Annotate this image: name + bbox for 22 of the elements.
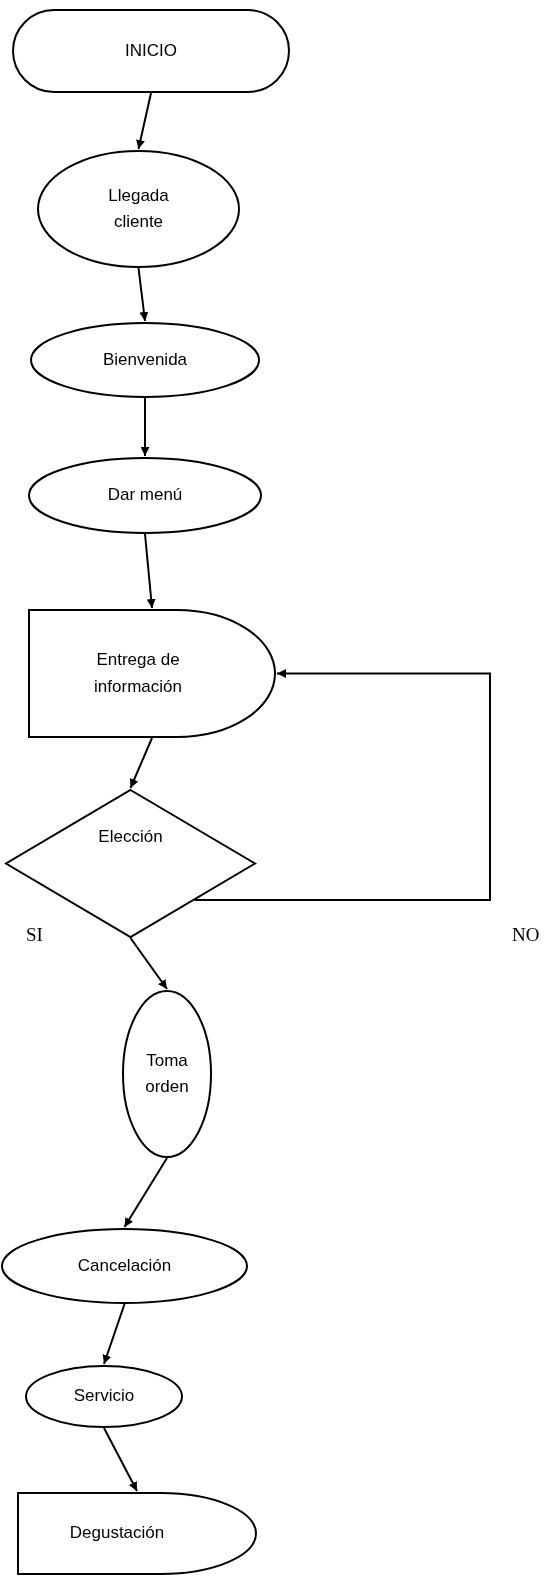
arrow [103,1427,138,1492]
arrow [129,937,168,990]
node-label: Dar menú [107,484,183,507]
node-label: INICIO [125,39,177,62]
arrow [144,533,156,609]
arrow [129,737,153,789]
node-label: Entrega de información [93,649,183,698]
arrow [102,1303,126,1365]
arrow [137,267,149,322]
node-label: Cancelación [77,1254,172,1277]
node-label: Elección [98,826,163,849]
node-label: Bienvenida [102,348,188,371]
branch-label: SI [26,924,43,946]
arrow [193,669,491,901]
node-label: Servicio [73,1385,135,1408]
arrow [140,397,150,457]
node-label: Llegada cliente [107,184,170,233]
node-label: Degustación [69,1522,165,1545]
arrow [123,1157,168,1228]
branch-label: NO [512,924,540,946]
node-label: Toma orden [144,1049,190,1098]
arrow [136,92,152,150]
